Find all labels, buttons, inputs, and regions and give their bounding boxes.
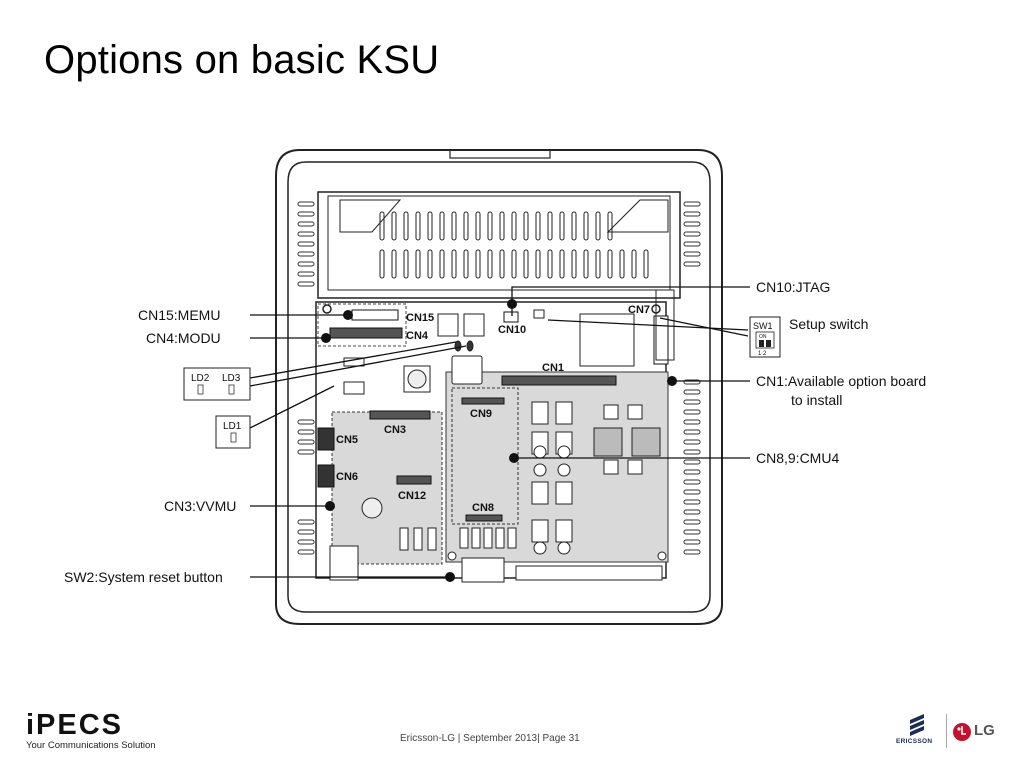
label-ld3: LD3 xyxy=(222,373,241,384)
lg-wordmark: LG xyxy=(974,722,995,739)
ericsson-wordmark: ERICSSON xyxy=(896,738,933,745)
label-cn10: CN10 xyxy=(498,324,526,336)
board-connectors xyxy=(317,309,669,522)
label-cn4: CN4 xyxy=(406,330,429,342)
cn9-connector xyxy=(461,397,505,405)
power-supply-area xyxy=(317,191,681,299)
callout-cn4: CN4:MODU xyxy=(146,330,221,346)
cn8-connector xyxy=(465,514,503,522)
footer-page-info: Ericsson-LG | September 2013| Page 31 xyxy=(400,733,580,744)
callout-dots xyxy=(321,299,677,582)
sw1-inset: SW1 ON 1 2 xyxy=(749,316,781,358)
callout-setup-switch: Setup switch xyxy=(789,316,868,332)
label-cn7: CN7 xyxy=(628,304,650,316)
board-components xyxy=(329,289,675,583)
label-cn9: CN9 xyxy=(470,408,492,420)
lg-logo-icon xyxy=(953,723,971,741)
callout-cn1-line2: to install xyxy=(791,392,842,408)
board-labels: CN15 CN4 CN10 CN7 CN1 CN9 CN3 CN5 CN6 CN… xyxy=(336,304,650,514)
cn12-connector xyxy=(396,475,432,485)
main-board xyxy=(315,301,667,579)
ipecs-tagline: Your Communications Solution xyxy=(26,740,156,751)
label-ld2: LD2 xyxy=(191,373,210,384)
callout-labels: CN10:JTAG CN15:MEMU CN4:MODU Setup switc… xyxy=(64,279,926,585)
label-sw1-on: ON xyxy=(759,334,767,340)
cn6-connector xyxy=(317,464,335,488)
cn1-connector xyxy=(501,375,617,386)
ipecs-logo: iPECS Your Communications Solution xyxy=(26,709,186,752)
cn15-connector xyxy=(351,309,399,321)
led-ld2-ld3-inset: LD2 LD3 xyxy=(183,367,251,401)
label-cn6: CN6 xyxy=(336,471,358,483)
cn3-connector xyxy=(369,410,431,420)
brand-divider xyxy=(946,714,947,748)
led-ld1-inset: LD1 xyxy=(215,415,251,449)
callout-cn3: CN3:VVMU xyxy=(164,498,236,514)
cn5-connector xyxy=(317,427,335,451)
label-cn1: CN1 xyxy=(542,362,564,374)
label-sw1: SW1 xyxy=(753,321,773,331)
psu-vents xyxy=(379,211,649,279)
right-vents xyxy=(683,201,701,555)
brand-logos: ERICSSON LG xyxy=(896,710,1006,752)
ksu-enclosure xyxy=(275,149,723,625)
callout-cn15: CN15:MEMU xyxy=(138,307,220,323)
cn10-connector xyxy=(503,311,519,323)
label-cn3: CN3 xyxy=(384,424,406,436)
cn4-connector xyxy=(329,327,403,339)
label-cn15: CN15 xyxy=(406,312,434,324)
ericsson-logo-icon xyxy=(910,714,924,736)
callout-cn1-line1: CN1:Available option board xyxy=(756,373,926,389)
label-cn5: CN5 xyxy=(336,434,358,446)
label-cn12: CN12 xyxy=(398,490,426,502)
left-vents xyxy=(297,201,315,555)
ksu-diagram: CN15 CN4 CN10 CN7 CN1 CN9 CN3 CN5 CN6 CN… xyxy=(64,149,926,625)
ipecs-wordmark: iPECS xyxy=(26,709,124,741)
callout-cn10: CN10:JTAG xyxy=(756,279,830,295)
cn7-connector xyxy=(653,315,669,365)
slide-title: Options on basic KSU xyxy=(44,38,440,82)
label-ld1: LD1 xyxy=(223,421,242,432)
callout-sw2: SW2:System reset button xyxy=(64,569,223,585)
label-sw1-pins: 1 2 xyxy=(758,351,767,357)
callout-lines xyxy=(249,286,750,578)
callout-cn89: CN8,9:CMU4 xyxy=(756,450,839,466)
label-cn8: CN8 xyxy=(472,502,494,514)
